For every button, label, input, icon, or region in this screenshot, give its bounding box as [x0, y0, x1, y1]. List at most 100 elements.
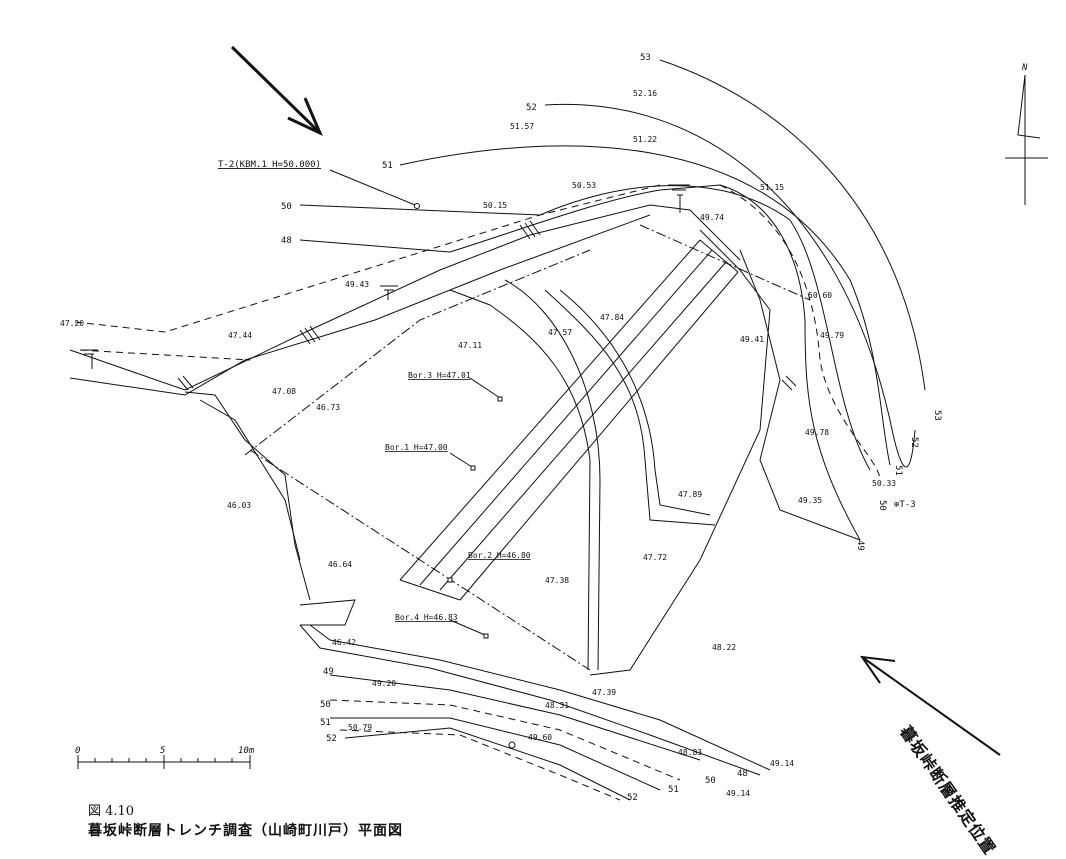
spot-height: 46.42: [332, 638, 356, 647]
label-t2: T-2(KBM.1 H=50.000): [218, 160, 321, 170]
label-t3: ⊕T-3: [894, 500, 916, 510]
spot-height: 48.83: [678, 748, 702, 757]
boundary-dashdot-2: [639, 224, 811, 301]
scale-bar: [77, 755, 251, 769]
hachure-5: [299, 325, 321, 345]
contour-label-52-br: 52: [627, 793, 638, 803]
bor4-marker: [483, 633, 489, 639]
spot-height: 50.79: [348, 723, 372, 732]
spot-height: 50.15: [483, 201, 507, 210]
contour-label-51-top: 51: [382, 161, 393, 171]
contour-label-53-right: 53: [932, 410, 942, 421]
spot-height: 47.44: [228, 331, 252, 340]
contour-label-50-br: 50: [705, 776, 716, 786]
scale-label-5: 5: [160, 746, 165, 756]
hachure-2: [380, 285, 398, 300]
spot-height: 49.74: [700, 213, 724, 222]
scarp-dashed-left: [79, 349, 251, 361]
spot-height: 47.08: [272, 387, 296, 396]
trench-end-box: [299, 599, 356, 626]
spot-height: 49.43: [345, 280, 369, 289]
figure-number: 図 4.10: [88, 804, 135, 819]
spot-height: 49.79: [820, 331, 844, 340]
pit-curve-b: [504, 279, 601, 671]
pit-curve-d: [559, 289, 711, 516]
road-bottom-lower: [299, 624, 761, 776]
spot-height: 47.89: [678, 490, 702, 499]
contour-label-49-bottom: 49: [323, 667, 334, 677]
hachure-4: [519, 220, 541, 240]
spot-height: 51.57: [510, 122, 534, 131]
hachure-3: [668, 184, 690, 213]
contour-label-50-right: 50: [877, 500, 887, 511]
contour-label-52-top: 52: [526, 103, 537, 113]
contour-label-50-bottom: 50: [320, 700, 331, 710]
scale-label-0: 0: [75, 746, 80, 756]
spot-height: 49.78: [805, 428, 829, 437]
spot-height: 47.57: [548, 328, 572, 337]
fault-position-arrow: [859, 655, 1001, 756]
contour-label-48-top: 48: [281, 236, 292, 246]
spot-height: 47.84: [600, 313, 624, 322]
figure-title: 暮坂峠断層トレンチ調査（山崎町川戸）平面図: [88, 823, 403, 839]
contour-label-50-top: 50: [281, 202, 292, 212]
contour-52-bottom: [344, 727, 631, 801]
road-bottom-upper: [309, 624, 771, 771]
fault-line-dashdot: [249, 449, 591, 671]
t2-marker: [414, 203, 420, 209]
pit-curve-a: [449, 289, 591, 671]
spot-height: 47.38: [545, 576, 569, 585]
area-right-boundary: [589, 229, 771, 676]
hachure-1: [80, 349, 98, 369]
spot-height: 47.11: [458, 341, 482, 350]
trench-end: [399, 239, 739, 601]
scarp-dashed-right: [719, 184, 881, 481]
spot-height: 50.33: [872, 479, 896, 488]
contour-label-48-br: 48: [737, 769, 748, 779]
label-bor1: Bor.1 H=47.00: [385, 443, 448, 452]
trench-wall-4: [459, 271, 739, 601]
spot-height: 50.60: [808, 291, 832, 300]
spot-height: 50.53: [572, 181, 596, 190]
scarp-dashed-upper: [74, 184, 661, 333]
scale-label-10: 10m: [238, 746, 255, 756]
contour-label-51-br: 51: [668, 785, 679, 795]
trench-outer-left: [184, 391, 311, 601]
leader-bor1: [449, 452, 473, 468]
hachure-7: [781, 375, 797, 391]
spot-height: 47.20: [60, 319, 84, 328]
leader-t2: [329, 169, 416, 206]
contour-label-52-right: 52: [909, 437, 919, 448]
contour-label-49-right: 49: [855, 540, 865, 551]
contour-51-bottom: [330, 717, 661, 791]
contour-label-51-right: 51: [893, 465, 903, 476]
spot-height: 46.03: [227, 501, 251, 510]
spot-height: 51.15: [760, 183, 784, 192]
spot-height: 49.14: [726, 789, 750, 798]
road-lower-edge: [69, 214, 651, 396]
contour-48: [299, 184, 861, 541]
spot-height: 49.60: [528, 733, 552, 742]
contour-52: [544, 103, 916, 468]
contour-label-52-bottom: 52: [326, 734, 337, 744]
spot-height: 46.64: [328, 560, 352, 569]
right-bench: [739, 249, 861, 541]
bor3-marker: [497, 396, 503, 402]
spot-height: 49.41: [740, 335, 764, 344]
label-bor3: Bor.3 H=47.01: [408, 371, 471, 380]
pit-curve-c: [544, 289, 716, 526]
north-label: N: [1021, 63, 1028, 73]
trench-outer-left-inner: [199, 399, 301, 561]
bor1-marker: [470, 465, 476, 471]
trench-wall-1: [399, 239, 701, 581]
spot-height: 47.72: [643, 553, 667, 562]
spot-height: 49.35: [798, 496, 822, 505]
spot-height: 49.14: [770, 759, 794, 768]
label-bor2: Bor.2 H=46.80: [468, 551, 531, 560]
contour-51: [399, 145, 891, 466]
spot-height: 48.31: [545, 701, 569, 710]
contour-label-51-bottom: 51: [320, 718, 331, 728]
leader-bor3: [469, 377, 501, 399]
trench-wall-2: [419, 249, 713, 586]
